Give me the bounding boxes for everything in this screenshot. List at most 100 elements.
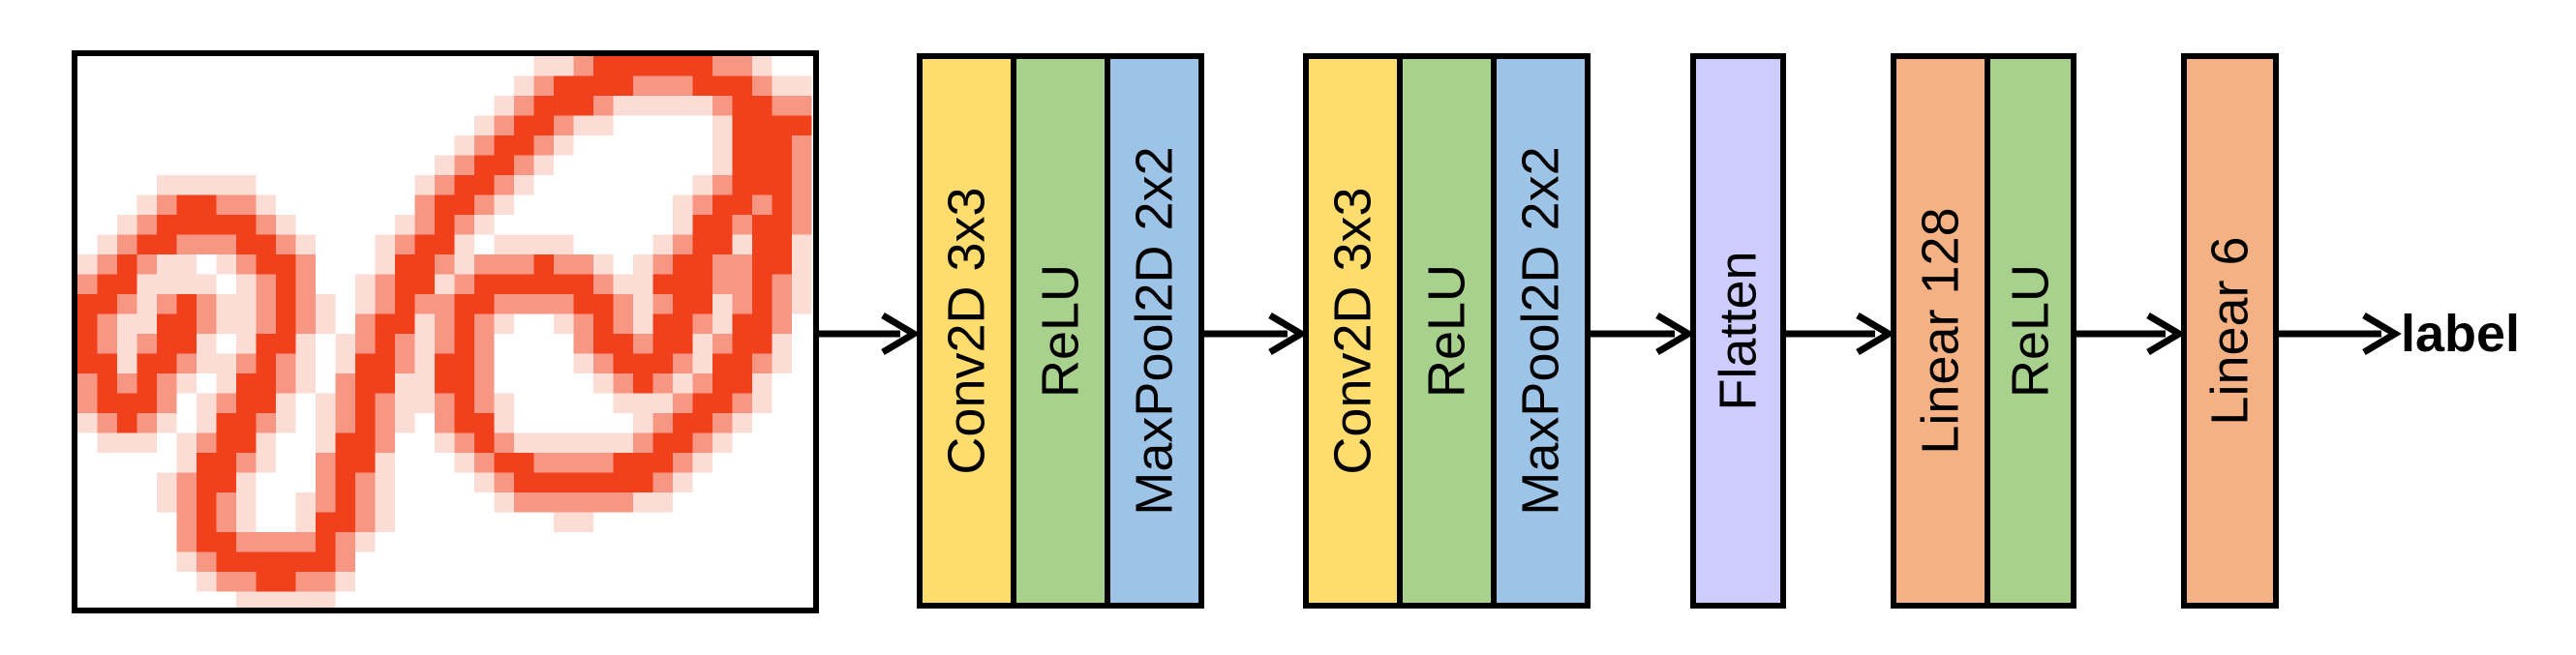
input-pixel (435, 155, 455, 175)
input-pixel (176, 194, 197, 215)
input-pixel (355, 453, 376, 473)
input-pixel (435, 215, 455, 235)
input-pixel (176, 334, 197, 354)
input-pixel (692, 413, 712, 433)
block-5-linear: Linear 6 (2181, 53, 2279, 609)
input-pixel (772, 234, 792, 254)
input-pixel (335, 551, 355, 572)
input-pixel (375, 313, 395, 334)
input-pixel (216, 194, 236, 215)
input-pixel (295, 353, 316, 373)
input-pixel (136, 373, 157, 394)
layer-conv2d-3x3: Conv2D 3x3 (917, 53, 1016, 609)
input-pixel (77, 313, 98, 334)
input-pixel (197, 551, 217, 572)
block-3-flatten: Flatten (1690, 53, 1786, 609)
input-pixel (454, 373, 474, 394)
input-pixel (692, 274, 712, 294)
input-pixel (117, 353, 137, 373)
input-pixel (295, 551, 316, 572)
input-pixel (573, 472, 593, 492)
input-pixel (474, 274, 495, 294)
input-pixel (752, 215, 773, 235)
input-pixel (613, 453, 633, 473)
input-pixel (236, 254, 257, 275)
input-pixel (712, 274, 733, 294)
input-pixel (692, 234, 712, 254)
input-pixel (514, 135, 534, 156)
input-pixel (692, 294, 712, 314)
input-pixel (673, 194, 693, 215)
input-pixel (792, 234, 812, 254)
layer-label: Conv2D 3x3 (938, 187, 996, 474)
input-pixel (533, 492, 554, 513)
input-pixel (77, 294, 98, 314)
input-pixel (692, 75, 712, 96)
input-pixel (652, 254, 673, 275)
input-pixel (752, 75, 773, 96)
input-pixel (256, 393, 276, 413)
input-pixel (454, 294, 474, 314)
input-pixel (197, 194, 217, 215)
input-pixel (236, 353, 257, 373)
input-pixel (752, 353, 773, 373)
input-pixel (792, 215, 812, 235)
input-pixel (295, 373, 316, 394)
input-pixel (216, 551, 236, 572)
layer-relu: ReLU (1011, 53, 1110, 609)
input-pixel (117, 313, 137, 334)
layer-label: Linear 6 (2201, 236, 2259, 425)
input-pixel (197, 215, 217, 235)
input-pixel (276, 551, 296, 572)
input-pixel (554, 294, 574, 314)
input-pixel (375, 234, 395, 254)
input-pixel (216, 492, 236, 513)
input-pixel (792, 175, 812, 195)
input-pixel (414, 334, 435, 354)
input-pixel (573, 75, 593, 96)
input-pixel (395, 313, 415, 334)
input-pixel (276, 591, 296, 611)
input-pixel (772, 313, 792, 334)
input-pixel (395, 215, 415, 235)
input-pixel (514, 432, 534, 453)
input-pixel (157, 294, 177, 314)
input-pixel (136, 393, 157, 413)
input-pixel (514, 115, 534, 135)
input-pixel (435, 353, 455, 373)
input-pixel (792, 194, 812, 215)
input-pixel (633, 373, 653, 394)
layer-label: Flatten (1710, 251, 1768, 410)
input-pixel (256, 353, 276, 373)
input-pixel (494, 492, 514, 513)
input-pixel (256, 373, 276, 394)
input-pixel (554, 135, 574, 156)
input-pixel (533, 234, 554, 254)
input-pixel (692, 215, 712, 235)
input-pixel (673, 215, 693, 235)
input-pixel (395, 254, 415, 275)
input-pixel (752, 313, 773, 334)
input-pixel (136, 294, 157, 314)
input-pixel (752, 274, 773, 294)
input-pixel (652, 294, 673, 314)
input-pixel (752, 96, 773, 116)
input-pixel (494, 413, 514, 433)
input-pixel (752, 56, 773, 76)
input-pixel (414, 175, 435, 195)
input-pixel (335, 532, 355, 552)
input-pixel (435, 373, 455, 394)
input-pixel (316, 551, 336, 572)
input-pixel (157, 313, 177, 334)
input-pixel (117, 334, 137, 354)
input-pixel (554, 115, 574, 135)
layer-linear-6: Linear 6 (2181, 53, 2279, 609)
input-pixel (792, 155, 812, 175)
arrow-block-1-to-block-2 (1201, 312, 1308, 356)
input-pixel (732, 353, 752, 373)
input-pixel (673, 56, 693, 76)
input-pixel (414, 294, 435, 314)
input-pixel (514, 155, 534, 175)
input-pixel (613, 472, 633, 492)
input-pixel (157, 492, 177, 513)
